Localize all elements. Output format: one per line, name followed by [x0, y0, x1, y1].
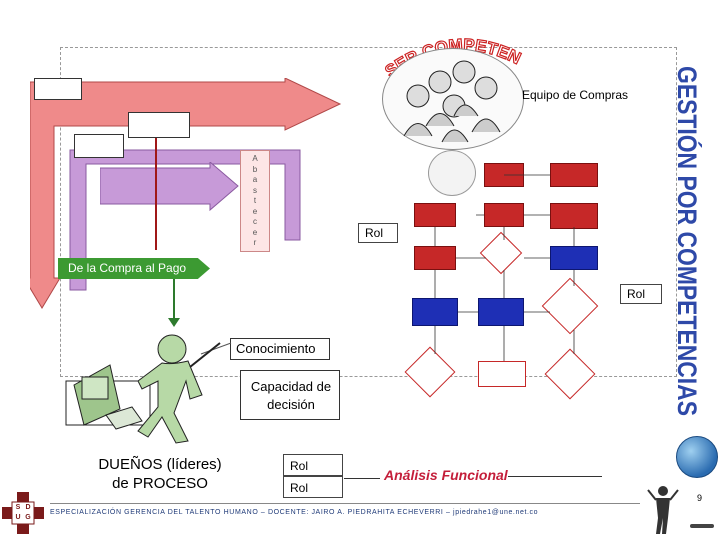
decision-box: [240, 370, 340, 420]
org-box-left: [74, 134, 124, 158]
page-number: 9: [697, 493, 703, 503]
org-box-top: [34, 78, 82, 100]
businessman-icon: [646, 484, 680, 541]
green-down-arrowhead: [168, 318, 180, 327]
globe-icon: [676, 436, 718, 478]
role-box-flow: Rol: [358, 223, 398, 243]
abastecer-letter: b: [252, 164, 258, 174]
flow-node: [414, 203, 456, 227]
functional-line-right: [508, 476, 602, 477]
role-box-bottom-1: Rol: [283, 454, 343, 476]
abastecer-letter: e: [252, 206, 258, 216]
logo-letter: S: [15, 504, 21, 511]
competent-badge-icon: [428, 150, 476, 196]
role-box-bottom-2: Rol: [283, 476, 343, 498]
outer-frame: [60, 47, 677, 377]
flow-node: [550, 246, 598, 270]
abastecer-letter: A: [252, 154, 258, 163]
flow-node: [484, 203, 524, 227]
red-line: [155, 138, 157, 250]
abastecer-letter: t: [253, 196, 257, 205]
svg-text:GESTIÓN POR COMPETENCIAS: GESTIÓN POR COMPETENCIAS: [672, 66, 703, 416]
purple-arrow: [69, 149, 301, 291]
team-people-image: [398, 56, 508, 151]
stand-base: [690, 524, 714, 528]
abastecer-letter: r: [253, 238, 257, 247]
flow-node: [478, 298, 524, 326]
flow-connectors: [434, 174, 575, 361]
abastecer-letter: s: [253, 185, 257, 195]
abastecer-letter: a: [252, 175, 258, 184]
footer-text: ESPECIALIZACIÓN GERENCIA DEL TALENTO HUM…: [50, 509, 539, 516]
footer-rule: [50, 503, 640, 504]
flow-node: [414, 246, 456, 270]
logo-letter: D: [25, 504, 31, 511]
flow-node: [550, 203, 598, 229]
org-box-middle: [128, 112, 190, 138]
flow-node: [412, 298, 458, 326]
functional-label: Análisis Funcional: [384, 467, 508, 483]
green-down-line: [173, 272, 175, 320]
owners-label: DUEÑOS (líderes) de PROCESO: [98, 456, 222, 492]
logo-letter: U: [15, 514, 21, 521]
decision-label: Capacidad de decisión: [250, 379, 332, 412]
role-box-right: Rol: [620, 284, 662, 304]
logo-letter: G: [25, 514, 31, 521]
flow-node: [550, 163, 598, 187]
functional-line-left: [344, 478, 380, 479]
knowledge-label: Conocimiento: [236, 341, 316, 356]
worker-computer-image: [62, 325, 242, 450]
process-label: De la Compra al Pago: [58, 258, 210, 279]
team-label: Equipo de Compras: [522, 88, 629, 102]
purple-small-arrow: [100, 162, 239, 212]
abastecer-letter: c: [253, 217, 257, 226]
flow-node: [478, 361, 526, 387]
abastecer-letter: e: [252, 227, 258, 237]
vertical-title: GESTIÓN POR COMPETENCIAS: [672, 66, 703, 416]
knowledge-box: [230, 338, 330, 360]
